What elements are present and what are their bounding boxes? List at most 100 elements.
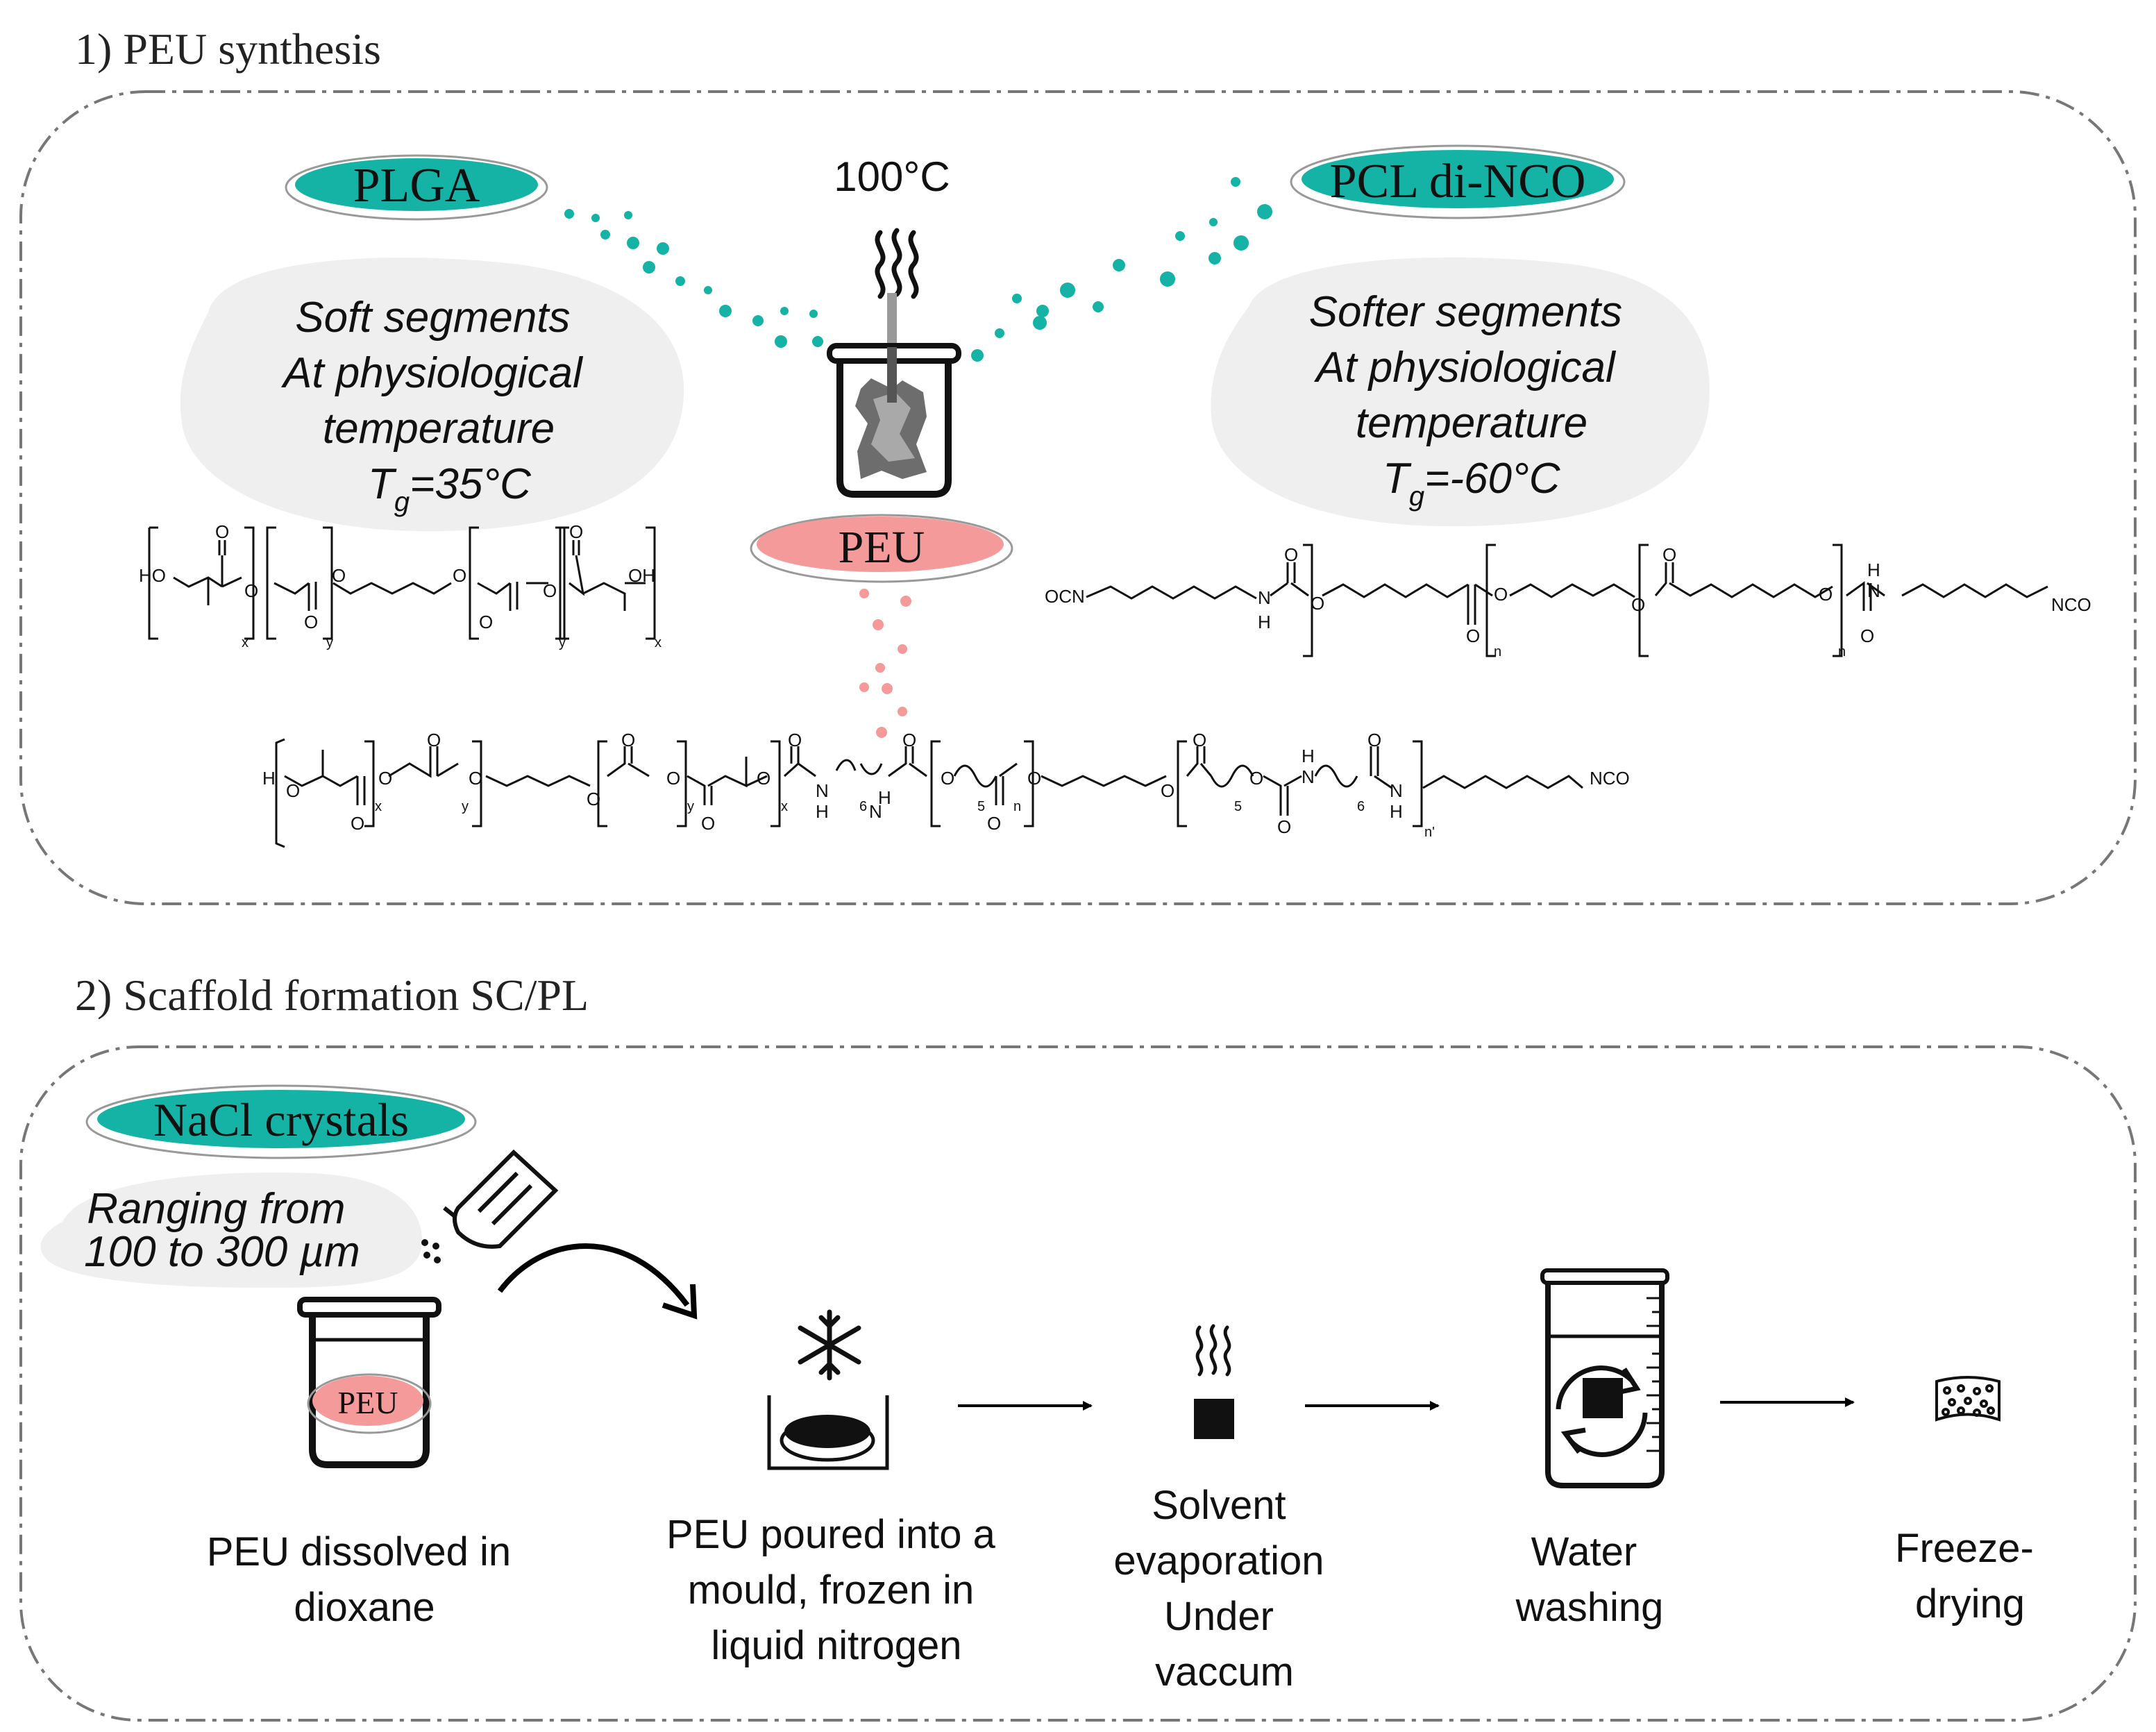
plga-structure bbox=[148, 526, 656, 640]
plga-x-1: x bbox=[242, 635, 249, 650]
plga-pill: PLGA bbox=[285, 154, 548, 221]
peu-o-15: O bbox=[1027, 768, 1041, 789]
peu-n-3: N bbox=[1302, 766, 1315, 787]
peu-n-2: N bbox=[869, 801, 882, 822]
pcl-o-1: O bbox=[1284, 544, 1298, 565]
pcl-o-4: O bbox=[1494, 584, 1508, 605]
pcl-note-bubble bbox=[1211, 257, 1710, 527]
plga-o-3: O bbox=[304, 612, 318, 632]
pcl-n-1: N bbox=[1258, 587, 1271, 608]
snowflake-icon bbox=[798, 1309, 861, 1381]
mould-icon bbox=[767, 1395, 889, 1470]
plga-note-line-1: Soft segments bbox=[295, 294, 570, 342]
porous-scaffold-icon bbox=[1935, 1376, 2001, 1422]
step-3-line-4: vaccum bbox=[1155, 1649, 1294, 1695]
peu-six-1: 6 bbox=[859, 799, 867, 814]
step-3-line-3: Under bbox=[1164, 1594, 1274, 1639]
peu-structure-labels: H O O x O O y O O O O y O O x O N H 6 N … bbox=[262, 730, 1630, 840]
step-2-line-1: PEU poured into a bbox=[666, 1512, 996, 1557]
heat-icon bbox=[875, 228, 919, 299]
peu-o-4: O bbox=[427, 730, 441, 750]
peu-o-5: O bbox=[469, 768, 482, 789]
pcl-label: PCL di-NCO bbox=[1330, 155, 1586, 208]
peu-o-7: O bbox=[621, 730, 635, 750]
plga-note-line-3: temperature bbox=[323, 405, 555, 453]
pcl-note-line-1: Softer segments bbox=[1309, 288, 1622, 336]
pcl-tg-value: =-60°C bbox=[1424, 455, 1561, 503]
pcl-nco: NCO bbox=[2051, 594, 2091, 615]
peu-o-12: O bbox=[902, 730, 916, 750]
plga-tg-symbol: T bbox=[368, 460, 397, 508]
step-3-line-2: evaporation bbox=[1113, 1538, 1324, 1583]
pcl-o-3: O bbox=[1466, 625, 1480, 646]
plga-note-line-2: At physiological bbox=[280, 349, 584, 397]
reactor-beaker-icon bbox=[827, 293, 961, 498]
step-5-caption: Freeze- drying bbox=[1895, 1526, 2045, 1626]
peu-five-1: 5 bbox=[977, 799, 985, 814]
step-5-line-2: drying bbox=[1915, 1581, 2025, 1626]
nacl-note-line-2: 100 to 300 µm bbox=[84, 1228, 360, 1276]
plga-tg: Tg=35°C bbox=[368, 460, 532, 517]
nacl-label: NaCl crystals bbox=[153, 1093, 409, 1146]
peu-o-3: O bbox=[378, 768, 392, 789]
plga-o-6: O bbox=[479, 612, 493, 632]
peu-h-start: H bbox=[262, 768, 276, 789]
step-2-caption: PEU poured into a mould, frozen in liqui… bbox=[666, 1512, 1007, 1668]
peu-o-17: O bbox=[1193, 730, 1206, 750]
peu-y-2: y bbox=[687, 799, 694, 814]
vial-peu-label: PEU bbox=[338, 1385, 398, 1420]
peu-six-2: 6 bbox=[1357, 799, 1365, 814]
peu-label: PEU bbox=[839, 522, 925, 573]
pcl-tg: Tg=-60°C bbox=[1383, 455, 1561, 512]
pcl-note-line-3: temperature bbox=[1356, 399, 1587, 447]
pcl-h-1: H bbox=[1258, 612, 1271, 632]
peu-h-3: H bbox=[1302, 746, 1315, 766]
plga-ho: HO bbox=[139, 565, 166, 586]
plga-y-1: y bbox=[326, 635, 333, 650]
pcl-tg-symbol: T bbox=[1383, 455, 1412, 503]
plga-note-bubble bbox=[180, 258, 684, 532]
peu-h-1: H bbox=[816, 801, 829, 822]
peu-x-2: x bbox=[781, 799, 788, 814]
reaction-temperature: 100°C bbox=[834, 153, 950, 200]
step-1-caption: PEU dissolved in dioxane bbox=[207, 1529, 523, 1630]
evaporation-heat-icon bbox=[1195, 1324, 1231, 1377]
pcl-n-sub-2: n bbox=[1838, 644, 1846, 659]
step-5-line-1: Freeze- bbox=[1895, 1526, 2034, 1571]
pcl-structure bbox=[1086, 544, 2048, 657]
plga-y-2: y bbox=[559, 635, 566, 650]
salt-grains bbox=[421, 1239, 441, 1263]
plga-stream-dots bbox=[564, 209, 823, 348]
peu-o-20: O bbox=[1367, 730, 1381, 750]
pcl-note-line-2: At physiological bbox=[1313, 344, 1617, 392]
plga-note: Soft segments At physiological temperatu… bbox=[280, 294, 594, 453]
nacl-note: Ranging from 100 to 300 µm bbox=[84, 1185, 360, 1276]
pcl-o-6: O bbox=[1662, 544, 1676, 565]
pcl-n-sub-1: n bbox=[1494, 644, 1501, 659]
pcl-pill: PCL di-NCO bbox=[1290, 144, 1626, 219]
pcl-tg-subscript: g bbox=[1409, 481, 1424, 512]
peu-structure bbox=[275, 738, 1583, 848]
section2-frame bbox=[19, 1045, 2137, 1722]
pcl-h-2: H bbox=[1867, 560, 1880, 580]
peu-o-10: O bbox=[757, 768, 770, 789]
peu-o-2: O bbox=[351, 813, 364, 834]
plga-label: PLGA bbox=[353, 159, 480, 212]
nacl-pill: NaCl crystals bbox=[85, 1084, 477, 1159]
plga-o-2: O bbox=[215, 521, 229, 542]
peu-o-19: O bbox=[1277, 816, 1291, 837]
add-salt-curved-arrow bbox=[497, 1243, 690, 1307]
pcl-o-7: O bbox=[1819, 584, 1833, 605]
curved-arrow-head bbox=[662, 1284, 698, 1320]
peu-pill: PEU bbox=[750, 514, 1013, 583]
peu-nco: NCO bbox=[1590, 768, 1630, 789]
peu-o-16: O bbox=[1161, 780, 1174, 801]
peu-n-4: N bbox=[1390, 780, 1403, 801]
peu-o-11: O bbox=[788, 730, 802, 750]
section2-title: 2) Scaffold formation SC/PL bbox=[75, 970, 589, 1020]
plga-structure-labels: HO O O O O O O O O OH x y y x bbox=[139, 521, 662, 650]
pcl-note: Softer segments At physiological tempera… bbox=[1309, 288, 1635, 447]
section1-frame bbox=[19, 90, 2137, 905]
pcl-ocn: OCN bbox=[1045, 586, 1085, 607]
pcl-o-5: O bbox=[1631, 594, 1645, 615]
